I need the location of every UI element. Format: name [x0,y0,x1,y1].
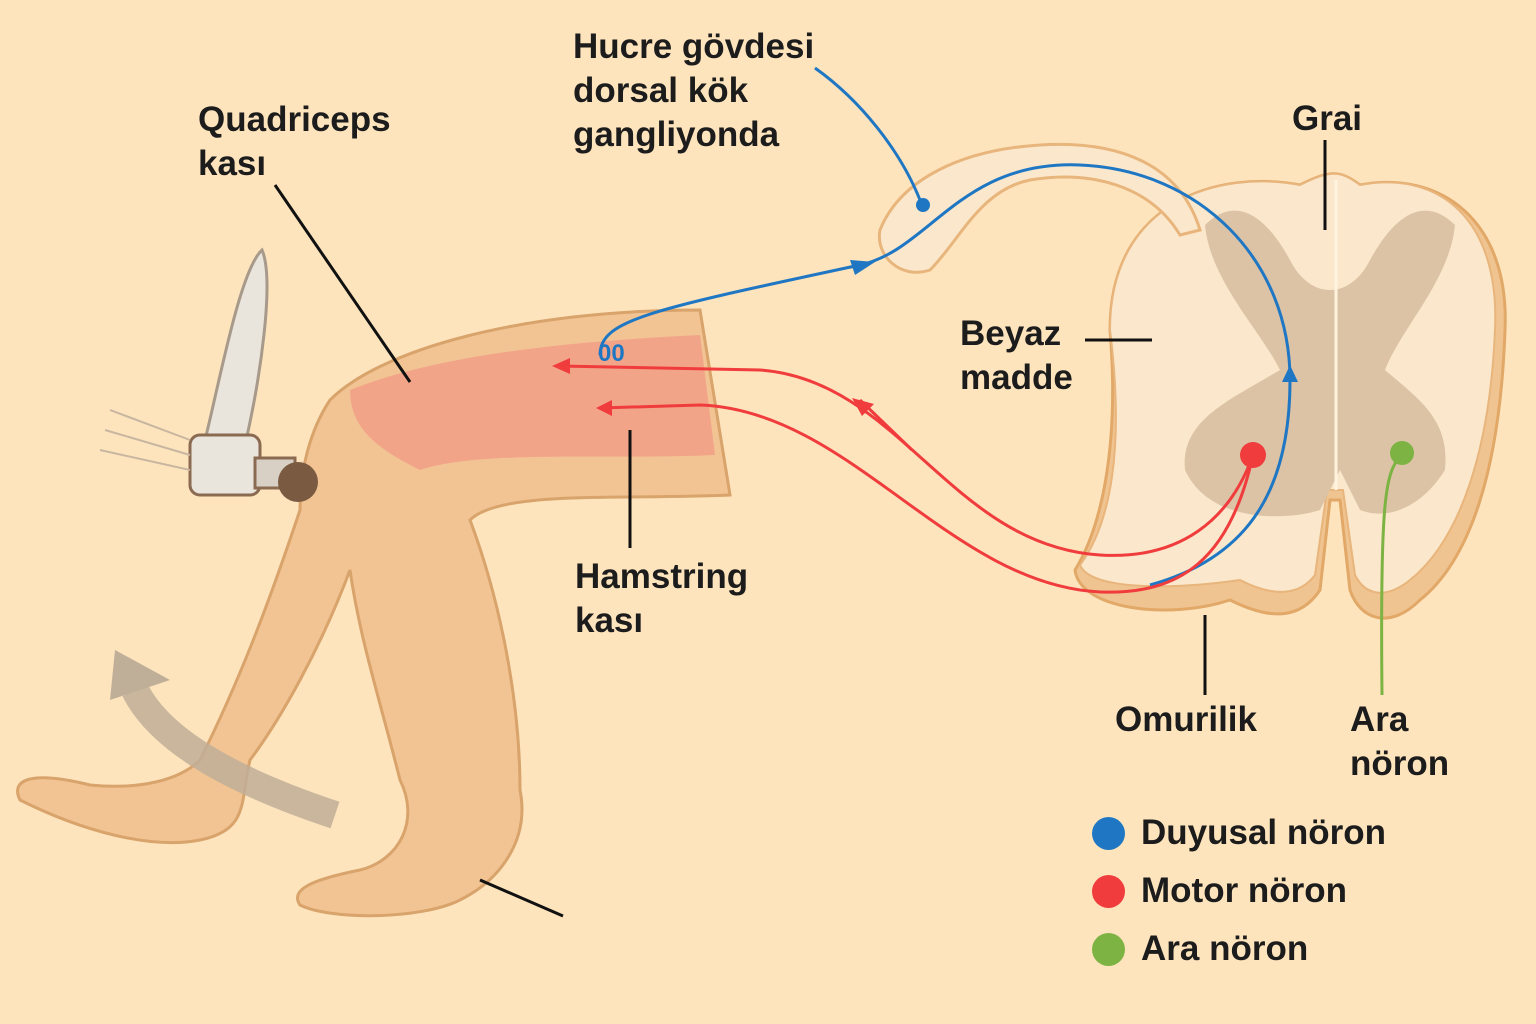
label-line: madde [960,358,1073,397]
white-matter-label: Beyaz madde [960,312,1073,400]
green-dot-icon [1092,932,1125,966]
legend-label: Duyusal nöron [1141,813,1387,852]
spinal-cord [877,142,1507,620]
red-dot-icon [1092,874,1125,908]
receptor-label: 00 [598,340,625,367]
movement-arrow [122,683,340,829]
legend-item-sensory: Duyusal nöron [1092,804,1386,862]
label-line: dorsal kök [573,71,749,110]
blue-dot-icon [1092,816,1125,850]
interneuron-label: Ara nöron [1350,698,1449,786]
label-line: Ara [1350,700,1409,739]
label-line: kası [198,144,267,183]
grai-label: Grai [1292,99,1363,138]
hamstring-label: Hamstring kası [575,555,748,643]
label-line: Quadriceps [198,100,391,139]
legend-label: Motor nöron [1141,871,1348,910]
label-line: kası [575,601,644,640]
label-line: Hamstring [575,557,749,596]
label-line: nöron [1350,744,1450,783]
reflex-hammer-icon [99,247,318,502]
quadriceps-label: Quadriceps kası [198,98,391,186]
label-line: Beyaz [960,314,1062,353]
legend-item-interneuron: Ara nöron [1092,920,1386,978]
label-line: gangliyonda [573,115,780,154]
legend-item-motor: Motor nöron [1092,862,1386,920]
label-line: Hucre gövdesi [573,27,815,66]
spinal-cord-label: Omurilik [1115,700,1257,739]
legend-label: Ara nöron [1141,929,1309,968]
cell-body-label: Hucre gövdesi dorsal kök gangliyonda [573,25,814,157]
legend: Duyusal nöron Motor nöron Ara nöron [1092,804,1386,978]
